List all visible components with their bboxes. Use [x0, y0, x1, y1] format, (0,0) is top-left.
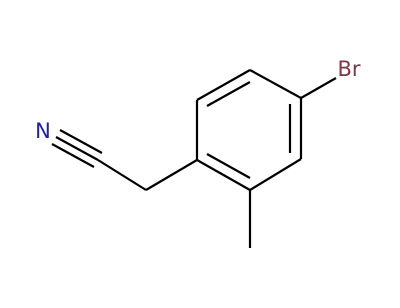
nitrile-triple-bond — [51, 129, 103, 168]
ring-bond-top — [196, 69, 251, 101]
ring-double-bond-left — [206, 153, 251, 179]
bond-ch2-to-nitrile-carbon — [97, 159, 147, 191]
ring-bond-bottom-left — [196, 159, 251, 191]
nitrogen-atom-label: N — [35, 119, 51, 143]
benzene-ring — [195, 69, 303, 191]
ring-bond-top-right — [249, 69, 302, 99]
ring-bond-bottom-right — [249, 158, 302, 191]
bond-ring-to-bromine — [300, 77, 337, 99]
ring-double-bond-top — [206, 81, 251, 107]
bromine-atom-label: Br — [337, 57, 360, 81]
bond-ring-to-ch2 — [145, 159, 198, 191]
